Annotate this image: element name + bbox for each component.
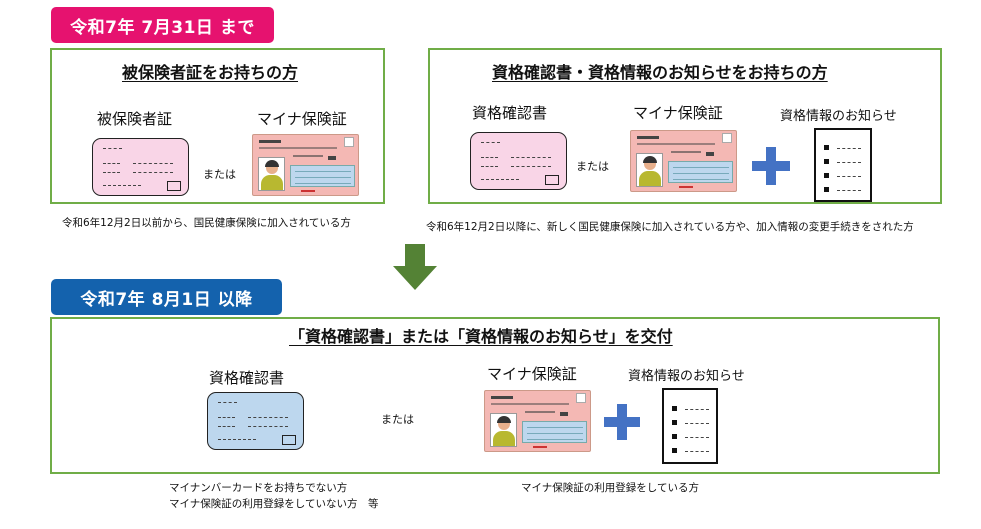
certificate-card-label: 資格確認書 — [472, 104, 548, 122]
insured-card-label: 被保険者証 — [97, 110, 173, 128]
certificate-card-label: 資格確認書 — [209, 369, 285, 387]
plus-icon — [604, 404, 640, 440]
mynumber-card-image — [252, 134, 359, 196]
certificate-card-image — [207, 392, 304, 450]
insured-card-image — [92, 138, 189, 196]
or-text: または — [381, 413, 414, 426]
certificate-panel: 資格確認書・資格情報のお知らせをお持ちの方 資格確認書 マイナ保険証 資格情報の… — [428, 48, 942, 204]
after-note-left-2: マイナ保険証の利用登録をしていない方 等 — [169, 498, 379, 510]
notice-label: 資格情報のお知らせ — [628, 369, 745, 384]
portrait-icon — [636, 153, 663, 187]
certificate-panel-title: 資格確認書・資格情報のお知らせをお持ちの方 — [492, 63, 828, 82]
insured-panel-title: 被保険者証をお持ちの方 — [122, 63, 299, 82]
portrait-icon — [490, 413, 517, 447]
mynumber-card-label: マイナ保険証 — [487, 365, 577, 383]
or-text: または — [203, 168, 236, 181]
notice-label: 資格情報のお知らせ — [780, 109, 897, 124]
plus-icon — [752, 147, 790, 185]
after-note-left-1: マイナンバーカードをお持ちでない方 — [169, 482, 348, 494]
notice-document-image — [814, 128, 872, 202]
notice-document-image — [662, 388, 718, 464]
certificate-note: 令和6年12月2日以降に、新しく国民健康保険に加入されている方や、加入情報の変更… — [426, 221, 914, 233]
after-panel: 「資格確認書」または「資格情報のお知らせ」を交付 資格確認書 または マイナ保険… — [50, 317, 940, 474]
mynumber-card-label: マイナ保険証 — [633, 104, 723, 122]
certificate-card-image — [470, 132, 567, 190]
period-before-badge: 令和7年 7月31日 まで — [51, 7, 274, 43]
down-arrow-icon — [393, 244, 437, 290]
period-after-badge: 令和7年 8月1日 以降 — [51, 279, 282, 315]
after-panel-title: 「資格確認書」または「資格情報のお知らせ」を交付 — [289, 327, 673, 346]
after-note-right: マイナ保険証の利用登録をしている方 — [521, 482, 699, 494]
mynumber-card-image — [484, 390, 591, 452]
or-text: または — [576, 160, 609, 173]
mynumber-card-label: マイナ保険証 — [257, 110, 347, 128]
mynumber-card-image — [630, 130, 737, 192]
insured-note: 令和6年12月2日以前から、国民健康保険に加入されている方 — [62, 217, 351, 229]
portrait-icon — [258, 157, 285, 191]
insured-card-panel: 被保険者証をお持ちの方 被保険者証 マイナ保険証 または — [50, 48, 385, 204]
